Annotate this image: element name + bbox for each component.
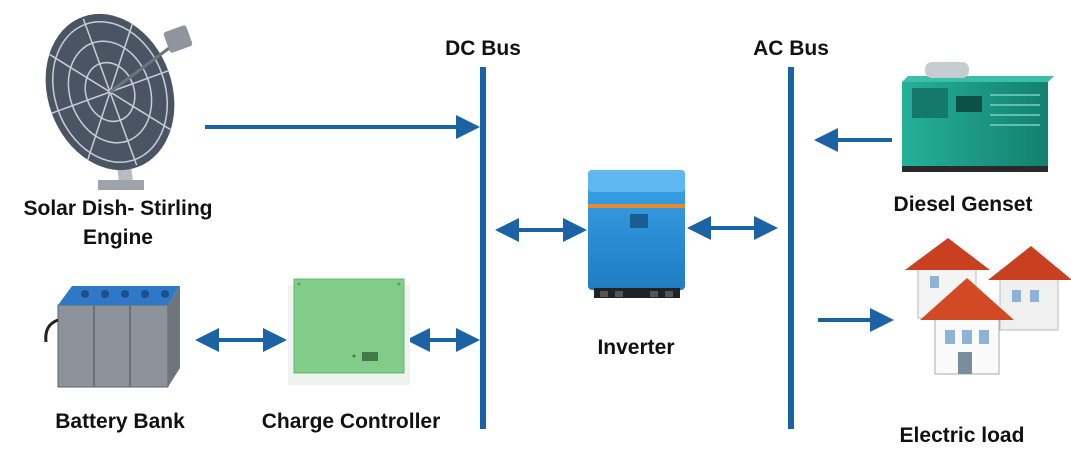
houses-icon	[905, 238, 1071, 375]
inverter-label: Inverter	[597, 336, 675, 359]
solar-dish-label-line1: Solar Dish- Stirling	[23, 197, 213, 220]
dc-bus-line	[480, 67, 486, 429]
solar-dish-icon	[45, 13, 193, 190]
electric-load-label: Electric load	[899, 424, 1025, 447]
inverter-icon	[588, 170, 685, 298]
charge-controller-label: Charge Controller	[261, 410, 441, 433]
dc-bus-label: DC Bus	[445, 37, 521, 60]
ac-bus-label: AC Bus	[753, 37, 829, 60]
diesel-genset-icon	[902, 62, 1054, 172]
charge-controller-icon	[288, 278, 410, 385]
solar-dish-label: Solar Dish- Stirling Engine	[0, 194, 236, 252]
solar-dish-label-line2: Engine	[82, 226, 153, 249]
battery-bank-icon	[44, 286, 180, 388]
ac-bus-line	[788, 67, 794, 429]
diesel-genset-label: Diesel Genset	[893, 193, 1033, 216]
battery-bank-label: Battery Bank	[55, 410, 185, 433]
